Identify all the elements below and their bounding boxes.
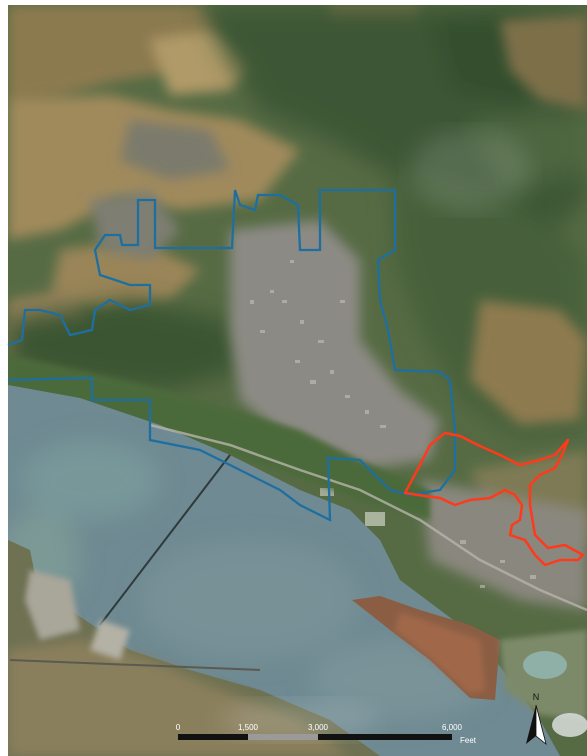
scale-tick-0: 0 [176, 723, 181, 732]
scale-tick-3000: 3,000 [308, 723, 329, 732]
bridge [99, 454, 231, 626]
scale-tick-1500: 1,500 [238, 723, 259, 732]
buildings-texture [250, 260, 536, 588]
north-arrow-icon: N [526, 692, 547, 746]
scale-segment-2 [248, 734, 318, 740]
scale-segment-1 [178, 734, 248, 740]
north-arrow-left [526, 705, 536, 744]
scale-unit: Feet [460, 736, 477, 745]
scale-tick-6000: 6,000 [442, 723, 463, 732]
blue-boundary [7, 188, 457, 522]
scale-bar: 0 1,500 3,000 6,000 Feet [176, 723, 477, 745]
north-arrow-right [535, 704, 547, 746]
scale-segment-3 [318, 734, 452, 740]
highway [149, 423, 587, 612]
north-label: N [533, 692, 540, 702]
red-boundary [403, 431, 585, 567]
town-area [90, 120, 587, 610]
